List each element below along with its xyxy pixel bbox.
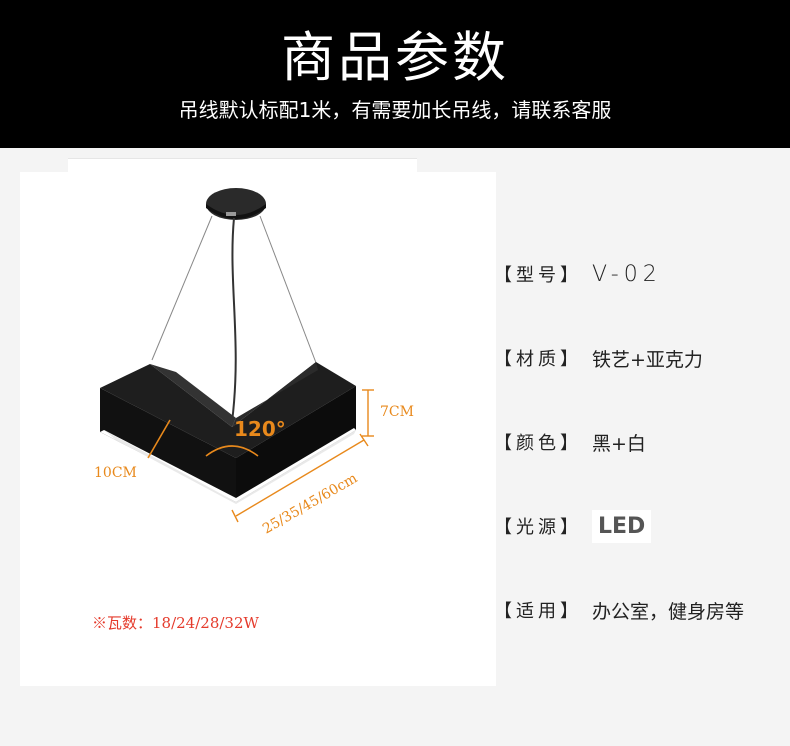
spec-value: 铁艺+亚克力 xyxy=(592,348,703,371)
height-dimension-label: 7CM xyxy=(380,404,414,420)
header-banner: 商品参数 吊线默认标配1米，有需要加长吊线，请联系客服 xyxy=(0,0,790,148)
spec-label: 【材质】 xyxy=(494,349,582,370)
spec-label: 【适用】 xyxy=(494,601,582,622)
width-dimension-label: 10CM xyxy=(94,465,137,481)
spec-value: 办公室，健身房等 xyxy=(592,600,745,623)
spec-row-color: 【颜色】 黑+白 xyxy=(494,422,646,462)
wattage-note: ※瓦数：18/24/28/32W xyxy=(92,614,260,632)
pendant-lamp-illustration: 7CM 10CM 120° 25/35/45/60cm ※瓦数：18/24/28… xyxy=(92,188,414,632)
spec-row-material: 【材质】 铁艺+亚克力 xyxy=(494,338,703,378)
spec-row-usage: 【适用】 办公室，健身房等 xyxy=(494,590,744,630)
spec-label: 【光源】 xyxy=(494,517,582,538)
spec-row-model: 【型号】 V-02 xyxy=(494,254,662,294)
angle-label: 120° xyxy=(234,417,286,441)
spec-label: 【型号】 xyxy=(494,265,582,286)
spec-value: V-02 xyxy=(592,261,662,287)
product-image-panel: 7CM 10CM 120° 25/35/45/60cm ※瓦数：18/24/28… xyxy=(20,172,496,686)
panel-top-strip xyxy=(68,158,417,172)
spec-list: 【型号】 V-02 【材质】 铁艺+亚克力 【颜色】 黑+白 【光源】 LED … xyxy=(494,0,790,746)
page-subtitle: 吊线默认标配1米，有需要加长吊线，请联系客服 xyxy=(178,98,612,122)
spec-row-light-source: 【光源】 LED xyxy=(494,506,652,546)
spec-label: 【颜色】 xyxy=(494,433,582,454)
canopy-icon xyxy=(206,188,266,220)
page-title: 商品参数 xyxy=(281,26,509,89)
spec-value: LED xyxy=(592,509,652,543)
spec-value: 黑+白 xyxy=(592,432,646,455)
